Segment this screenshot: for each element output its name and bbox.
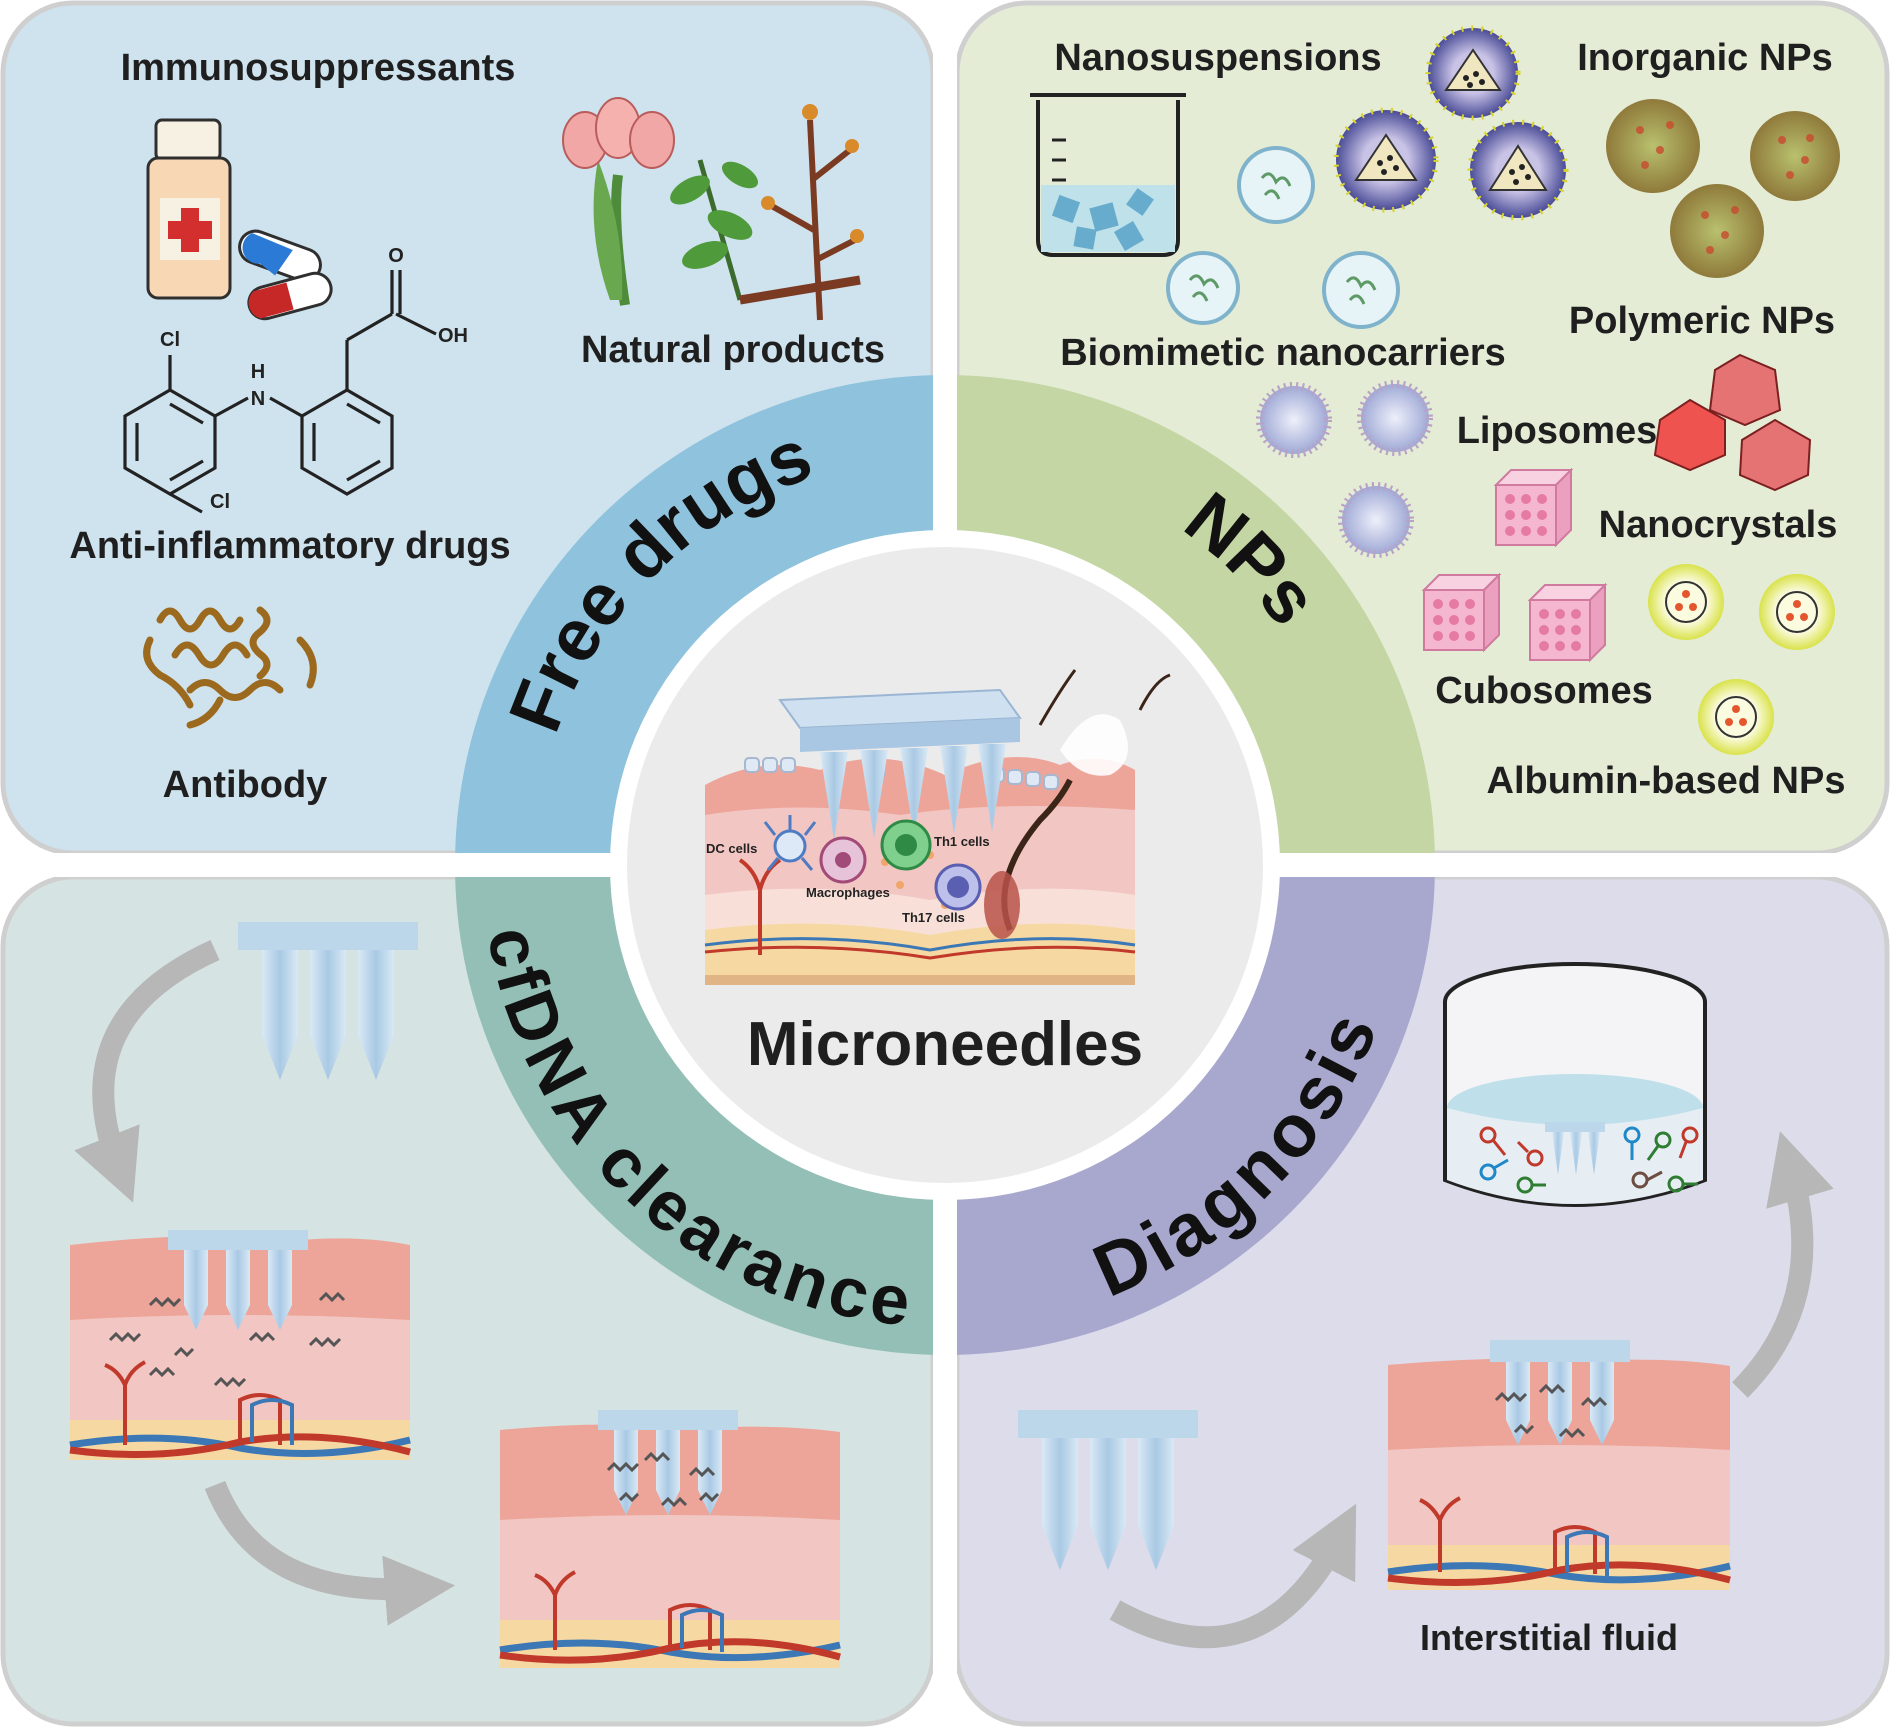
- diagnosis-skin-block: [1387, 1340, 1731, 1590]
- antibody-protein-ribbon: [143, 606, 317, 729]
- capsule-icon: [238, 229, 333, 321]
- liposomes-group: [1256, 380, 1433, 558]
- cubosomes-label: Cubosomes: [1435, 670, 1652, 712]
- polymeric-nps-label: Polymeric NPs: [1569, 300, 1835, 342]
- immunosuppressants-label: Immunosuppressants: [121, 47, 516, 89]
- diagnosis-container-icon: [1443, 962, 1707, 1207]
- cfdna-arc: [455, 865, 945, 1355]
- biomimetic-nanocarriers-label: Biomimetic nanocarriers: [1060, 332, 1506, 374]
- albumin-nps-group: [1648, 564, 1835, 755]
- nanocrystals-group: [1421, 467, 1608, 663]
- nps-arc: [945, 375, 1435, 865]
- biomimetic-nanocarriers-group: [1166, 146, 1400, 329]
- inorganic-np-cores: [1354, 48, 1548, 191]
- polymeric-crystals-icon: [1653, 353, 1812, 492]
- hydrogen-atom: H: [251, 361, 265, 383]
- anti-inflammatory-drugs-label: Anti-inflammatory drugs: [69, 525, 510, 567]
- diagnosis-arrow-2: [1732, 1131, 1834, 1398]
- beaker-icon: [1030, 93, 1186, 257]
- diclofenac-structure: [123, 270, 437, 514]
- free-drugs-arc: [455, 375, 945, 865]
- microneedles-title: Microneedles: [747, 1010, 1143, 1079]
- diagnosis-arc: [945, 865, 1435, 1355]
- antibody-label: Antibody: [163, 764, 328, 806]
- dc-cells-label: DC cells: [706, 841, 757, 856]
- cfdna-arrow-2: [204, 1480, 456, 1626]
- cfdna-arrow-1: [74, 939, 220, 1203]
- inorganic-nps-label: Inorganic NPs: [1577, 37, 1833, 79]
- diagnosis-arrow-1: [1109, 1503, 1357, 1649]
- natural-plants-icon: [562, 97, 864, 321]
- oxygen-atom: O: [388, 245, 404, 267]
- cfdna-microneedle-patch: [238, 922, 418, 1080]
- polymeric-nps-group: [1606, 99, 1840, 278]
- center-skin-illustration: [704, 669, 1171, 985]
- th1-cells-label: Th1 cells: [934, 834, 990, 849]
- liposomes-label: Liposomes: [1457, 410, 1658, 452]
- nitrogen-atom: N: [251, 388, 265, 410]
- hydroxyl-group: OH: [438, 325, 468, 347]
- natural-products-label: Natural products: [581, 329, 885, 371]
- biomimetic-cargo: [1188, 172, 1377, 305]
- albumin-based-nps-label: Albumin-based NPs: [1487, 760, 1846, 802]
- macrophages-label: Macrophages: [806, 885, 890, 900]
- th17-cells-label: Th17 cells: [902, 910, 965, 925]
- diagnosis-microneedle-patch: [1018, 1410, 1198, 1570]
- cfdna-skin-block-1: [69, 1230, 411, 1460]
- chlorine-atom-2: Cl: [210, 491, 230, 513]
- chlorine-atom-1: Cl: [160, 329, 180, 351]
- cfdna-skin-block-2: [499, 1410, 841, 1668]
- pill-bottle-icon: [146, 118, 232, 300]
- nanosuspensions-label: Nanosuspensions: [1054, 37, 1381, 79]
- nanocrystals-label: Nanocrystals: [1599, 504, 1838, 546]
- interstitial-fluid-label: Interstitial fluid: [1420, 1617, 1678, 1658]
